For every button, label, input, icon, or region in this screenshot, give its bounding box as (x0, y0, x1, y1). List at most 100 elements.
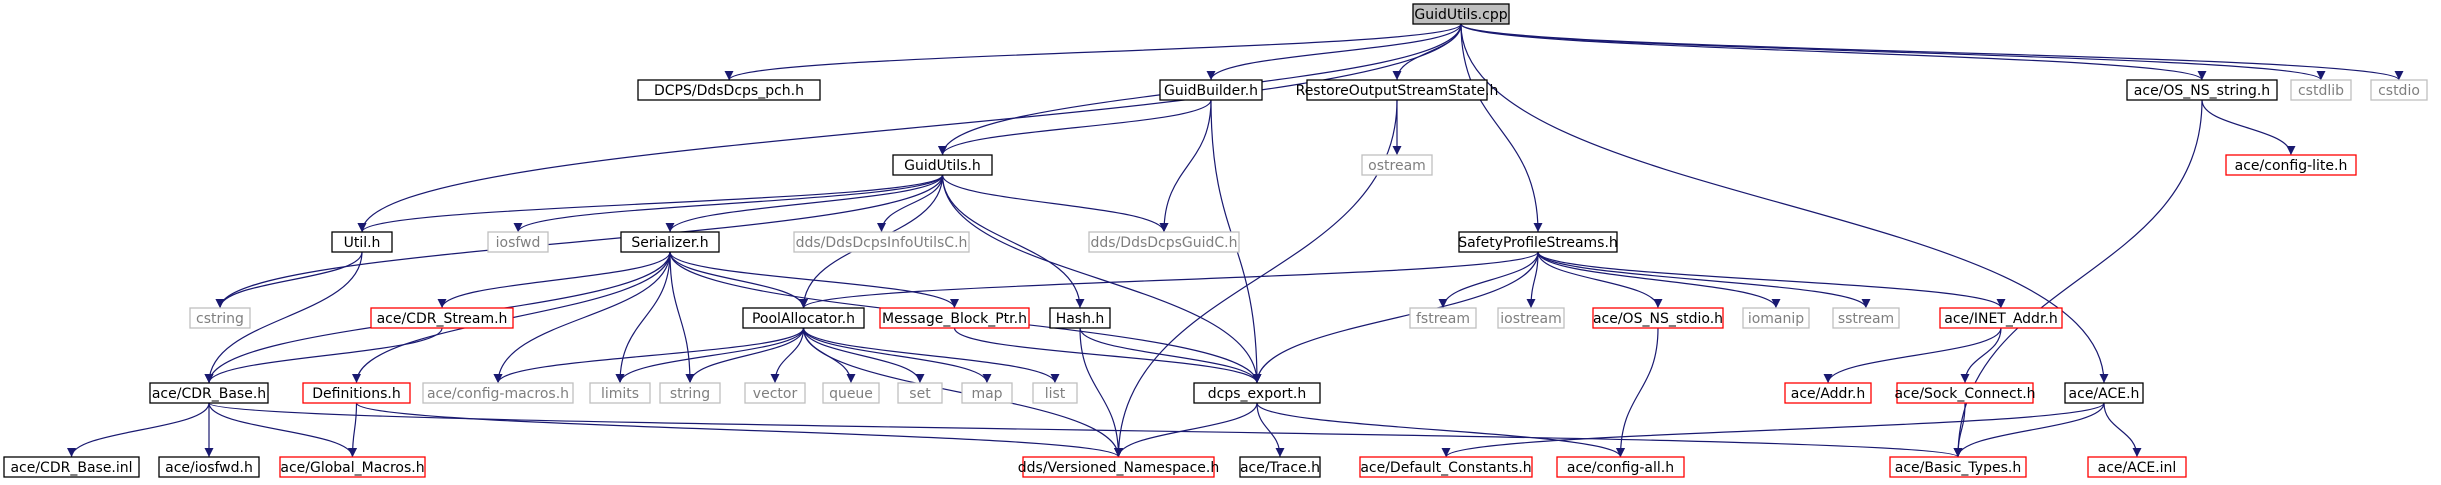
node-guidutils-cpp[interactable]: GuidUtils.cpp (1412, 3, 1510, 25)
node-sstream: sstream (1832, 307, 1900, 329)
edge-guidutils-cpp-to-guidbuilder (1206, 23, 1462, 81)
edge-dcps-export-to-versioned-ns (1114, 402, 1258, 458)
node-box (1497, 307, 1565, 329)
node-ace-inl[interactable]: ace/ACE.inl (2087, 456, 2187, 478)
node-queue: queue (822, 382, 880, 404)
edge-dcps-export-to-trace (1256, 402, 1285, 458)
edge-guidutils-h-to-dcps-export (941, 174, 1262, 384)
node-config-all[interactable]: ace/config-all.h (1556, 456, 1685, 478)
node-infoutils: dds/DdsDcpsInfoUtilsC.h (793, 231, 970, 253)
edge-serializer-to-poolalloc (669, 251, 808, 309)
edge-poolalloc-to-vector (770, 327, 805, 384)
node-label: dcps_export.h (1208, 386, 1306, 402)
node-mbptr[interactable]: Message_Block_Ptr.h (879, 307, 1030, 329)
node-label: ace/CDR_Stream.h (377, 311, 508, 327)
edge-guidutils-h-to-infoutils (877, 174, 944, 233)
edge-guidutils-h-to-guidc (941, 174, 1169, 233)
node-global-macros[interactable]: ace/Global_Macros.h (279, 456, 426, 478)
edge-safety-to-sstream (1537, 251, 1871, 309)
node-box (1193, 382, 1321, 404)
node-serializer[interactable]: Serializer.h (620, 231, 720, 253)
edge-guidutils-cpp-to-dcps-pch (724, 23, 1462, 81)
node-definitions[interactable]: Definitions.h (302, 382, 411, 404)
node-label: ace/Addr.h (1791, 386, 1866, 402)
node-box (370, 307, 514, 329)
edge-guidutils-cpp-to-os-ns-string (1460, 23, 2207, 81)
node-box (637, 79, 821, 101)
node-hash[interactable]: Hash.h (1049, 307, 1111, 329)
edge-ace-h-to-default-constants (1441, 402, 2105, 458)
node-box (1032, 382, 1078, 404)
node-box (1556, 456, 1685, 478)
node-ace-h[interactable]: ace/ACE.h (2064, 382, 2144, 404)
edge-guidutils-h-to-iosfwd (513, 174, 944, 233)
node-vector: vector (744, 382, 806, 404)
node-label: GuidUtils.h (904, 158, 981, 174)
edge-poolalloc-to-versioned-ns (802, 327, 1123, 458)
node-label: dds/DdsDcpsInfoUtilsC.h (796, 235, 968, 251)
node-label: ace/CDR_Base.inl (10, 460, 132, 476)
node-config-lite[interactable]: ace/config-lite.h (2225, 154, 2357, 176)
node-dcps-pch[interactable]: DCPS/DdsDcps_pch.h (637, 79, 821, 101)
node-label: queue (829, 386, 873, 402)
node-poolalloc[interactable]: PoolAllocator.h (742, 307, 865, 329)
node-label: ace/OS_NS_string.h (2134, 83, 2270, 99)
edge-serializer-to-cdr-stream (437, 251, 671, 309)
node-guidutils-h[interactable]: GuidUtils.h (892, 154, 993, 176)
node-label: fstream (1416, 311, 1470, 327)
node-box (897, 382, 943, 404)
node-box (279, 456, 426, 478)
node-list: list (1032, 382, 1078, 404)
node-dcps-export[interactable]: dcps_export.h (1193, 382, 1321, 404)
node-safety[interactable]: SafetyProfileStreams.h (1458, 231, 1618, 253)
node-trace[interactable]: ace/Trace.h (1239, 456, 1321, 478)
edge-safety-to-os-ns-stdio (1537, 251, 1663, 309)
node-box (822, 382, 880, 404)
node-cstring: cstring (189, 307, 251, 329)
edge-poolalloc-to-string (685, 327, 805, 384)
edge-serializer-to-string (669, 251, 695, 384)
edge-serializer-to-config-macros (493, 251, 671, 384)
node-addr[interactable]: ace/Addr.h (1784, 382, 1872, 404)
node-default-constants[interactable]: ace/Default_Constants.h (1359, 456, 1533, 478)
edge-ace-h-to-ace-inl (2103, 402, 2142, 458)
node-box (331, 231, 393, 253)
edge-os-ns-stdio-to-config-all (1616, 327, 1659, 458)
edge-dcps-export-to-config-all (1256, 402, 1625, 458)
node-cdr-stream[interactable]: ace/CDR_Stream.h (370, 307, 514, 329)
node-cdr-base[interactable]: ace/CDR_Base.h (149, 382, 269, 404)
node-label: cstdlib (2298, 83, 2344, 99)
node-cdr-base-inl[interactable]: ace/CDR_Base.inl (3, 456, 140, 478)
node-os-ns-stdio[interactable]: ace/OS_NS_stdio.h (1592, 307, 1724, 329)
node-sock-connect[interactable]: ace/Sock_Connect.h (1894, 382, 2036, 404)
node-label: ace/Trace.h (1240, 460, 1320, 476)
edge-hash-to-versioned-ns (1079, 327, 1123, 458)
node-label: ace/OS_NS_stdio.h (1593, 311, 1723, 327)
edge-util-h-to-cdr-base (204, 251, 363, 384)
node-label: ace/Basic_Types.h (1895, 460, 2021, 476)
edge-safety-to-dcps-export (1252, 251, 1539, 384)
node-box (2064, 382, 2144, 404)
edge-guidutils-cpp-to-util-h (357, 23, 1462, 233)
edge-guidutils-cpp-to-cstdlib (1460, 23, 2326, 81)
node-label: ace/CDR_Base.h (152, 386, 266, 402)
node-box (793, 231, 970, 253)
node-guidbuilder[interactable]: GuidBuilder.h (1159, 79, 1263, 101)
node-os-ns-string[interactable]: ace/OS_NS_string.h (2126, 79, 2278, 101)
node-box (1088, 231, 1240, 253)
node-box (1784, 382, 1872, 404)
node-restore[interactable]: RestoreOutputStreamState.h (1296, 79, 1499, 101)
node-iosfwd: iosfwd (487, 231, 549, 253)
node-box (2370, 79, 2428, 101)
node-basic-types[interactable]: ace/Basic_Types.h (1889, 456, 2027, 478)
node-versioned-ns[interactable]: dds/Versioned_Namespace.h (1018, 456, 1219, 478)
node-util-h[interactable]: Util.h (331, 231, 393, 253)
edge-guidutils-cpp-to-ace-h (1460, 23, 2109, 384)
node-ace-iosfwd[interactable]: ace/iosfwd.h (158, 456, 260, 478)
node-label: ace/config-lite.h (2235, 158, 2348, 174)
node-inet-addr[interactable]: ace/INET_Addr.h (1939, 307, 2063, 329)
node-label: ostream (1368, 158, 1426, 174)
edge-cdr-stream-to-cdr-base (204, 327, 443, 384)
node-box (1896, 382, 2034, 404)
